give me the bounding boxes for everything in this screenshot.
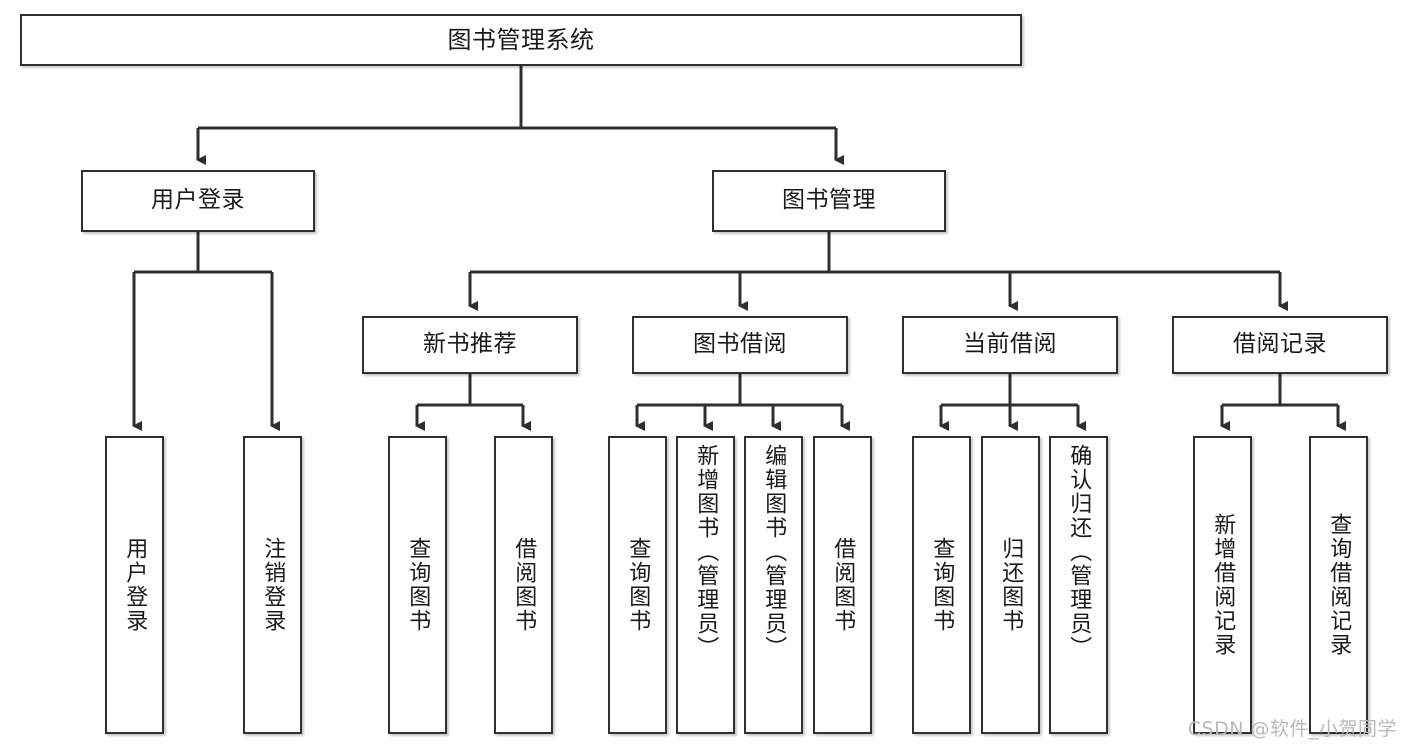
node-label: 当前借阅: [963, 331, 1057, 358]
node-label: 借阅图书: [830, 537, 856, 633]
leaf-inner: 借阅图书: [815, 438, 870, 732]
leaf-book-borrow-4[interactable]: 借阅图书: [813, 436, 872, 734]
node-label: 图书管理: [782, 187, 876, 214]
leaf-book-borrow-2[interactable]: 新增图书（管理员）: [676, 436, 735, 734]
leaf-inner: 新增借阅记录: [1195, 438, 1250, 732]
leaf-current-borrow-1[interactable]: 查询图书: [912, 436, 971, 734]
node-label: 图书借阅: [693, 331, 787, 358]
node-label: 图书管理系统: [447, 25, 595, 54]
node-root-system[interactable]: 图书管理系统: [20, 14, 1022, 66]
node-label: 用户登录: [151, 187, 245, 214]
leaf-inner: 归还图书: [983, 438, 1038, 732]
node-user-login[interactable]: 用户登录: [81, 170, 315, 232]
node-label: 用户登录: [122, 537, 148, 633]
leaf-book-borrow-1[interactable]: 查询图书: [608, 436, 667, 734]
node-new-book-recommend[interactable]: 新书推荐: [362, 316, 578, 374]
leaf-inner: 新增图书（管理员）: [678, 438, 733, 738]
leaf-inner: 查询借阅记录: [1311, 438, 1366, 732]
node-current-borrow[interactable]: 当前借阅: [902, 316, 1118, 374]
leaf-new-book-recommend-1[interactable]: 查询图书: [388, 436, 447, 734]
leaf-borrow-record-2[interactable]: 查询借阅记录: [1309, 436, 1368, 734]
leaf-inner: 用户登录: [107, 438, 162, 732]
leaf-inner: 确认归还（管理员）: [1051, 438, 1106, 738]
node-label: 新增借阅记录: [1210, 513, 1236, 657]
leaf-book-borrow-3[interactable]: 编辑图书（管理员）: [744, 436, 803, 734]
leaf-current-borrow-2[interactable]: 归还图书: [981, 436, 1040, 734]
leaf-inner: 借阅图书: [496, 438, 551, 732]
node-label: 借阅图书: [511, 537, 537, 633]
leaf-current-borrow-3[interactable]: 确认归还（管理员）: [1049, 436, 1108, 734]
leaf-inner: 查询图书: [390, 438, 445, 732]
leaf-inner: 查询图书: [610, 438, 665, 732]
leaf-inner: 注销登录: [245, 438, 300, 732]
leaf-inner: 查询图书: [914, 438, 969, 732]
node-label: 注销登录: [260, 537, 286, 633]
leaf-user-login-1[interactable]: 用户登录: [105, 436, 164, 734]
watermark-text: CSDN @软件_小贺同学: [1187, 718, 1397, 740]
node-book-borrow[interactable]: 图书借阅: [632, 316, 848, 374]
node-label: 新书推荐: [423, 331, 517, 358]
node-label: 新增图书（管理员）: [693, 444, 719, 660]
node-label: 查询图书: [929, 537, 955, 633]
leaf-inner: 编辑图书（管理员）: [746, 438, 801, 738]
leaf-borrow-record-1[interactable]: 新增借阅记录: [1193, 436, 1252, 734]
node-label: 查询借阅记录: [1326, 513, 1352, 657]
node-label: 借阅记录: [1233, 331, 1327, 358]
node-label: 查询图书: [625, 537, 651, 633]
node-borrow-record[interactable]: 借阅记录: [1172, 316, 1388, 374]
node-label: 编辑图书（管理员）: [761, 444, 787, 660]
leaf-user-login-2[interactable]: 注销登录: [243, 436, 302, 734]
node-book-management[interactable]: 图书管理: [712, 170, 946, 232]
node-label: 查询图书: [405, 537, 431, 633]
node-label: 确认归还（管理员）: [1066, 444, 1092, 660]
node-label: 归还图书: [998, 537, 1024, 633]
leaf-new-book-recommend-2[interactable]: 借阅图书: [494, 436, 553, 734]
